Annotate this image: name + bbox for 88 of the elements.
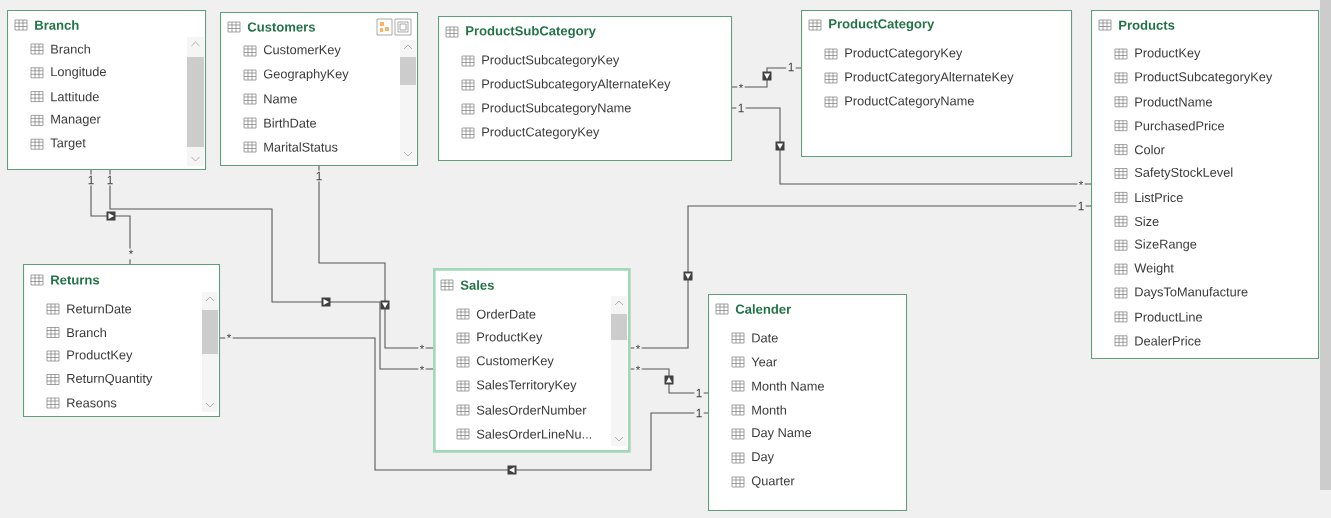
relationship-line	[318, 165, 434, 349]
table-box	[23, 264, 221, 418]
field-name: ReturnDate	[67, 304, 132, 314]
field-name: Target	[50, 138, 86, 150]
table-box	[438, 16, 733, 162]
relationship-line	[90, 169, 131, 265]
table-title: ProductSubCategory	[466, 25, 596, 39]
relationship-line	[630, 368, 709, 394]
field-name: Date	[752, 333, 778, 343]
field-name: DaysToManufacture	[1135, 287, 1248, 299]
table-box	[1091, 10, 1320, 360]
cardinality-label: *	[634, 343, 642, 355]
table-box	[7, 10, 207, 171]
field-name: ProductCategoryName	[845, 96, 974, 108]
cardinality-label: *	[418, 364, 426, 376]
cardinality-label: *	[225, 332, 233, 344]
cardinality-label: 1	[314, 170, 324, 182]
field-name: DealerPrice	[1135, 336, 1201, 346]
relationship-line	[219, 337, 709, 475]
relationship-line	[731, 67, 802, 88]
cardinality-label: 1	[86, 174, 96, 186]
field-name: ProductCategoryKey	[482, 127, 600, 139]
table-title: Branch	[35, 20, 79, 30]
field-name: Size	[1134, 216, 1159, 226]
table-box	[801, 10, 1073, 158]
table-title: Customers	[247, 22, 315, 32]
table-box	[220, 12, 419, 167]
table-box	[708, 294, 908, 512]
field-name: Reasons	[67, 398, 117, 408]
field-name: Name	[264, 94, 297, 104]
table-box	[433, 268, 631, 453]
relationship-line	[630, 205, 1092, 349]
cardinality-label: *	[127, 248, 135, 260]
cardinality-label: 1	[694, 387, 704, 399]
field-name: ProductKey	[67, 350, 133, 362]
field-name: SafetyStockLevel	[1134, 167, 1233, 180]
table-title: ProductCategory	[829, 18, 935, 32]
field-name: ProductSubcategoryKey	[1135, 71, 1273, 84]
field-name: ProductCategoryAlternateKey	[845, 72, 1014, 84]
field-name: SalesOrderLineNu...	[476, 429, 592, 439]
field-name: Branch	[51, 44, 90, 54]
field-name: Month Name	[752, 381, 824, 391]
field-name: ProductCategoryKey	[845, 48, 963, 60]
field-name: ProductKey	[1135, 48, 1201, 60]
field-name: ProductSubcategoryAlternateKey	[482, 79, 671, 91]
table-title: Calender	[735, 304, 791, 314]
table-title: Sales	[460, 280, 494, 290]
field-name: BirthDate	[264, 118, 317, 128]
field-name: Manager	[51, 114, 101, 127]
field-name: PurchasedPrice	[1135, 121, 1225, 131]
cardinality-label: *	[1077, 179, 1085, 191]
cardinality-label: 1	[1076, 200, 1086, 212]
field-name: ProductKey	[477, 332, 543, 344]
field-name: ProductName	[1135, 97, 1212, 107]
field-name: ListPrice	[1135, 192, 1183, 203]
field-name: ProductSubcategoryKey	[482, 55, 620, 67]
field-name: GeographyKey	[263, 69, 349, 81]
cardinality-label: 1	[694, 407, 704, 419]
field-name: Longitude	[51, 66, 106, 79]
field-name: Color	[1134, 144, 1165, 155]
relationship-line	[731, 107, 1092, 185]
field-name: SalesTerritoryKey	[476, 380, 577, 392]
table-title: Products	[1119, 20, 1175, 30]
field-name: ProductSubcategoryName	[482, 103, 631, 115]
cardinality-label: *	[418, 343, 426, 355]
field-name: Day	[752, 452, 774, 464]
cardinality-label: *	[737, 82, 745, 94]
cardinality-label: *	[634, 364, 642, 376]
field-name: CustomerKey	[476, 356, 554, 368]
field-name: MaritalStatus	[264, 142, 338, 152]
field-name: Year	[751, 357, 777, 367]
relationship-line	[109, 169, 434, 370]
cardinality-label: 1	[786, 61, 796, 73]
field-name: OrderDate	[476, 309, 536, 319]
field-name: Weight	[1134, 263, 1174, 276]
field-name: Month	[752, 405, 786, 415]
field-name: Quarter	[751, 476, 795, 488]
field-name: Lattitude	[51, 91, 99, 102]
field-name: ProductLine	[1135, 312, 1202, 322]
cardinality-label: 1	[736, 102, 746, 114]
field-name: SizeRange	[1134, 239, 1197, 252]
field-name: Branch	[67, 327, 106, 338]
field-name: Day Name	[752, 428, 812, 440]
field-name: SalesOrderNumber	[476, 405, 587, 415]
table-title: Returns	[51, 275, 100, 285]
field-name: ReturnQuantity	[67, 373, 153, 386]
cardinality-label: 1	[105, 174, 115, 186]
field-name: CustomerKey	[263, 45, 341, 57]
